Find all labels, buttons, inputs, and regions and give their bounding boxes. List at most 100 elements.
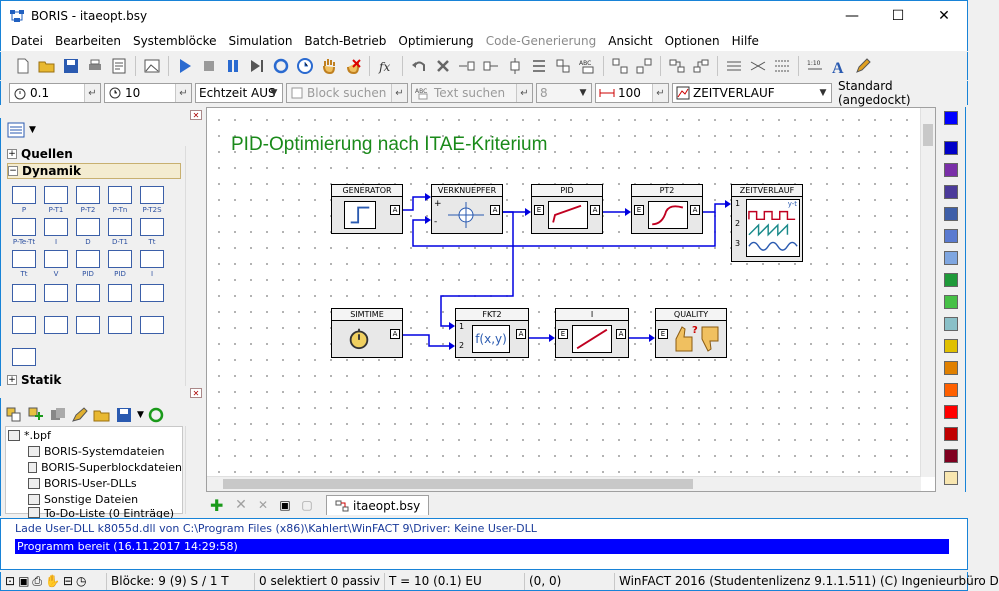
color-swatch[interactable]	[944, 427, 958, 441]
new-file-button[interactable]	[11, 55, 34, 77]
block-stack[interactable]	[103, 316, 137, 349]
input-3-port[interactable]: 3	[735, 239, 741, 248]
lock-small-icon[interactable]: ⊟	[62, 574, 74, 588]
category-quellen[interactable]: + Quellen	[7, 147, 73, 161]
tree-item[interactable]: To-Do-Liste (0 Einträge)	[6, 507, 182, 520]
block-xeq2[interactable]	[71, 316, 105, 349]
route3-button[interactable]	[770, 55, 793, 77]
link-button[interactable]	[479, 55, 502, 77]
block-search-field[interactable]: Block suchen ↵	[286, 83, 408, 103]
block-dt1[interactable]: D-T1	[103, 218, 137, 251]
block-xeq[interactable]	[39, 316, 73, 349]
color-swatch[interactable]	[944, 273, 958, 287]
input-2-port[interactable]: 2	[459, 341, 465, 350]
input-1-port[interactable]: 1	[735, 199, 741, 208]
text-button[interactable]: A	[827, 55, 850, 77]
menu-optionen[interactable]: Optionen	[664, 34, 720, 48]
tree-item[interactable]: Sonstige Dateien	[6, 491, 182, 507]
canvas-vertical-scrollbar[interactable]	[920, 108, 935, 477]
ungroup-button[interactable]	[632, 55, 655, 77]
add-tab-icon[interactable]: ✚	[210, 495, 224, 515]
menu-datei[interactable]: Datei	[11, 34, 44, 48]
refresh-button[interactable]	[269, 55, 292, 77]
color-swatch[interactable]	[944, 163, 958, 177]
library-scrollbar[interactable]	[185, 146, 199, 386]
draw-button[interactable]	[851, 55, 874, 77]
color-swatch[interactable]	[944, 471, 958, 485]
step-size-enter-icon[interactable]: ↵	[84, 84, 100, 102]
color-swatch[interactable]	[944, 229, 958, 243]
undo-button[interactable]	[407, 55, 430, 77]
tree-new-button[interactable]	[5, 404, 23, 426]
align-button[interactable]	[527, 55, 550, 77]
tree-open-button[interactable]	[93, 404, 111, 426]
block-pid2[interactable]: PID	[103, 250, 137, 283]
tile-windows-icon[interactable]: ▣	[279, 498, 291, 512]
block-i[interactable]: I	[39, 218, 73, 251]
sim-time-field[interactable]: 10 ↵	[104, 83, 192, 103]
image-button[interactable]	[140, 55, 163, 77]
font-size-select[interactable]: 8 ▼	[536, 83, 592, 103]
block-zeitverlauf[interactable]: ZEITVERLAUF 1 2 3 y-t	[731, 184, 803, 262]
tree-edit-button[interactable]	[71, 404, 89, 426]
color-swatch[interactable]	[944, 207, 958, 221]
open-file-button[interactable]	[35, 55, 58, 77]
connect2-button[interactable]	[689, 55, 712, 77]
sim-time-enter-icon[interactable]: ↵	[175, 84, 191, 102]
output-port[interactable]: A	[490, 205, 500, 215]
cascade-windows-icon[interactable]: ▢	[301, 498, 313, 512]
arrange-button[interactable]	[551, 55, 574, 77]
print-small-icon[interactable]: ⎙	[32, 573, 43, 588]
message-line-selected[interactable]: Programm bereit (16.11.2017 14:29:58)	[15, 539, 949, 554]
file-tree-scrollbar[interactable]	[185, 426, 199, 514]
color-swatch[interactable]	[944, 449, 958, 463]
color-swatch[interactable]	[944, 361, 958, 375]
spellcheck-button[interactable]: ABC	[575, 55, 598, 77]
clock-small-icon[interactable]: ◷	[76, 574, 87, 588]
tree-item[interactable]: BORIS-User-DLLs	[6, 475, 182, 491]
hand-small-icon[interactable]: ✋	[45, 574, 60, 588]
close-button[interactable]: ✕	[938, 8, 950, 24]
color-swatch[interactable]	[944, 339, 958, 353]
input-2-port[interactable]: 2	[735, 219, 741, 228]
output-port[interactable]: A	[690, 205, 700, 215]
cut-link-button[interactable]	[455, 55, 478, 77]
width-enter-icon[interactable]: ↵	[652, 84, 668, 102]
stop-simulation-button[interactable]	[197, 55, 220, 77]
step-size-field[interactable]: 0.1 ↵	[9, 83, 101, 103]
minus-input-port[interactable]: -	[434, 217, 438, 227]
block-i2[interactable]: I	[135, 250, 169, 283]
category-statik[interactable]: + Statik	[7, 373, 62, 387]
block-z[interactable]	[135, 316, 169, 349]
block-generator[interactable]: GENERATOR A	[331, 184, 403, 234]
group-button[interactable]	[608, 55, 631, 77]
horizontal-scroll-thumb[interactable]	[223, 479, 693, 489]
block-tt[interactable]: Tt	[135, 218, 169, 251]
input-port[interactable]: E	[534, 205, 544, 215]
color-swatch[interactable]	[944, 251, 958, 265]
tree-item[interactable]: BORIS-Systemdateien	[6, 443, 182, 459]
tree-root[interactable]: *.bpf	[6, 427, 182, 443]
close-tab-icon[interactable]: ✕	[235, 497, 247, 513]
block-g-s[interactable]	[7, 316, 41, 349]
category-dynamik[interactable]: − Dynamik	[7, 163, 181, 179]
step-simulation-button[interactable]	[245, 55, 268, 77]
tree-refresh-button[interactable]	[147, 404, 165, 426]
delete-button[interactable]	[431, 55, 454, 77]
block-quality[interactable]: QUALITY E ?	[655, 308, 727, 358]
block-pid-controller[interactable]: PID E A	[531, 184, 603, 234]
color-swatch[interactable]	[944, 295, 958, 309]
route-button[interactable]	[722, 55, 745, 77]
block-pt1[interactable]: P-T1	[39, 186, 73, 219]
color-swatch[interactable]	[944, 317, 958, 331]
view-select[interactable]: ZEITVERLAUF ▼	[672, 83, 832, 103]
output-port[interactable]: A	[616, 329, 626, 339]
color-swatch[interactable]	[944, 141, 958, 155]
files-close-icon[interactable]: ✕	[190, 388, 202, 398]
block-ptn[interactable]: P-Tn	[103, 186, 137, 219]
save-small-icon[interactable]: ▣	[18, 574, 30, 588]
block-g-z[interactable]	[7, 348, 41, 381]
menu-ansicht[interactable]: Ansicht	[608, 34, 653, 48]
block-extra-3[interactable]	[71, 284, 105, 317]
move-button[interactable]	[503, 55, 526, 77]
